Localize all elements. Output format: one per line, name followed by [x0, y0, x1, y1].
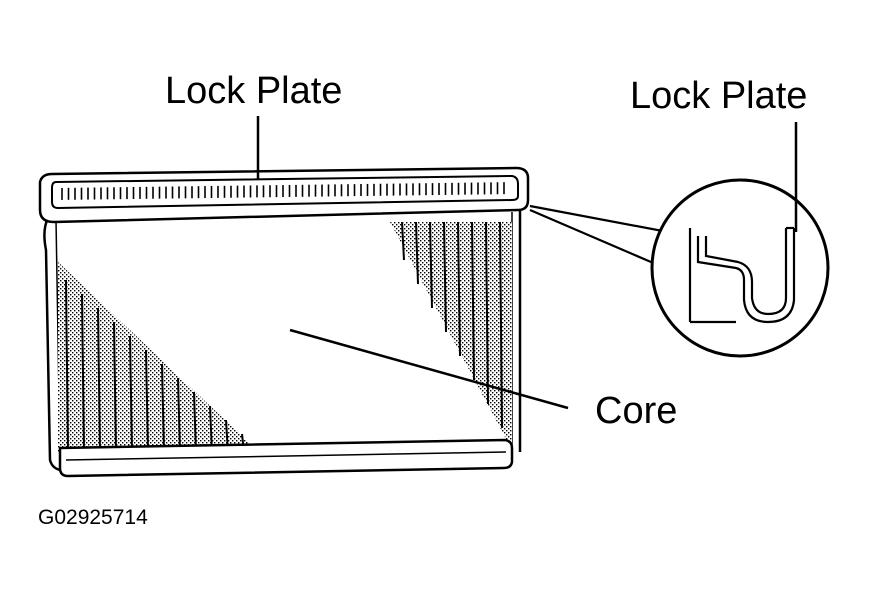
core-fins-shading [58, 222, 512, 454]
fin-line [113, 321, 117, 453]
core-leader [289, 328, 569, 410]
core-label: Core [595, 390, 678, 432]
detail-callout-lines [529, 204, 669, 267]
fin-line [177, 377, 181, 453]
fin-line [415, 221, 419, 285]
fin-line [193, 391, 197, 453]
fin-line [161, 363, 165, 453]
figure-id-label: G02925714 [38, 506, 148, 529]
fin-line [457, 221, 461, 357]
lock-plate-label-detail: Lock Plate [630, 75, 808, 117]
fin-line [443, 221, 447, 333]
fin-line [145, 349, 149, 453]
fin-line [499, 221, 503, 429]
top-lock-plate [38, 166, 530, 224]
fin-line [81, 293, 85, 453]
fin-line [429, 221, 433, 309]
fin-line [129, 335, 133, 453]
core-fin-lines [65, 221, 503, 453]
lock-plate-detail-circle [650, 178, 830, 358]
fin-line [471, 221, 475, 381]
fin-line [65, 279, 69, 453]
bottom-lock-plate [58, 438, 514, 478]
fin-line [401, 221, 405, 261]
fin-line [97, 307, 101, 453]
fin-line [485, 221, 489, 405]
lock-plate-label-top: Lock Plate [165, 70, 343, 112]
